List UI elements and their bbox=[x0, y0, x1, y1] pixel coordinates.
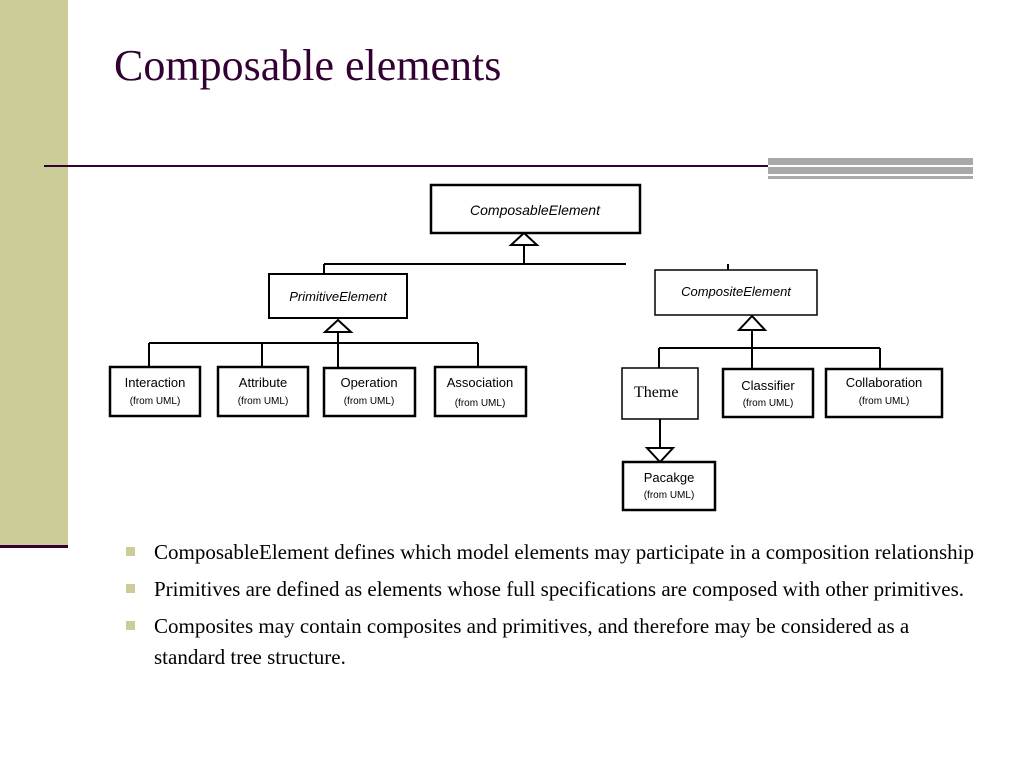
theme-label: Theme bbox=[634, 384, 678, 401]
bullet-text: Primitives are defined as elements whose… bbox=[154, 577, 965, 601]
classifier-label: Classifier bbox=[741, 378, 795, 393]
sidebar-decoration bbox=[0, 0, 68, 547]
collaboration-box bbox=[824, 367, 944, 419]
classifier-from-label: (from UML) bbox=[743, 398, 794, 409]
operation-box bbox=[322, 366, 417, 418]
composable-element-label: ComposableElement bbox=[470, 202, 601, 218]
generalization-arrow-primitive bbox=[322, 318, 354, 333]
package-label: Pacakge bbox=[644, 470, 695, 485]
connector-composite-tree bbox=[658, 330, 881, 369]
classifier-box bbox=[721, 367, 815, 419]
bullet-item: Composites may contain composites and pr… bbox=[124, 611, 984, 673]
slide-title: Composable elements bbox=[114, 41, 502, 90]
arrow-theme-to-package bbox=[644, 447, 676, 464]
sidebar-bottom-line bbox=[0, 545, 68, 548]
title-accent-bar bbox=[768, 158, 973, 179]
title-rule bbox=[44, 165, 768, 167]
interaction-label: Interaction bbox=[125, 375, 186, 390]
composite-element-box bbox=[654, 269, 818, 316]
package-box bbox=[621, 460, 717, 512]
theme-box bbox=[621, 367, 699, 420]
collaboration-label: Collaboration bbox=[846, 375, 923, 390]
generalization-arrow-composite bbox=[736, 314, 768, 331]
primitive-element-box bbox=[268, 273, 408, 319]
square-bullet-icon bbox=[126, 621, 135, 630]
generalization-arrow-composable bbox=[508, 231, 540, 246]
connector-primitive-tree bbox=[148, 332, 479, 367]
attribute-label: Attribute bbox=[239, 375, 287, 390]
bullet-text: ComposableElement defines which model el… bbox=[154, 540, 974, 564]
bullet-list: ComposableElement defines which model el… bbox=[124, 537, 984, 679]
uml-class-diagram: ComposableElement PrimitiveElement Compo… bbox=[108, 183, 944, 512]
square-bullet-icon bbox=[126, 547, 135, 556]
attribute-box bbox=[216, 365, 310, 418]
package-from-label: (from UML) bbox=[644, 490, 695, 501]
attribute-from-label: (from UML) bbox=[238, 396, 289, 407]
collaboration-from-label: (from UML) bbox=[859, 396, 910, 407]
bullet-item: Primitives are defined as elements whose… bbox=[124, 574, 984, 605]
bullet-item: ComposableElement defines which model el… bbox=[124, 537, 984, 568]
interaction-from-label: (from UML) bbox=[130, 396, 181, 407]
association-box bbox=[433, 365, 528, 418]
composable-element-box bbox=[429, 183, 642, 235]
operation-from-label: (from UML) bbox=[344, 396, 395, 407]
square-bullet-icon bbox=[126, 584, 135, 593]
composite-element-label: CompositeElement bbox=[681, 284, 792, 299]
association-from-label: (from UML) bbox=[455, 398, 506, 409]
association-label: Association bbox=[447, 375, 513, 390]
connector-composable-tree bbox=[323, 244, 729, 274]
primitive-element-label: PrimitiveElement bbox=[289, 289, 388, 304]
bullet-text: Composites may contain composites and pr… bbox=[154, 614, 910, 669]
operation-label: Operation bbox=[340, 375, 397, 390]
interaction-box bbox=[108, 365, 202, 418]
